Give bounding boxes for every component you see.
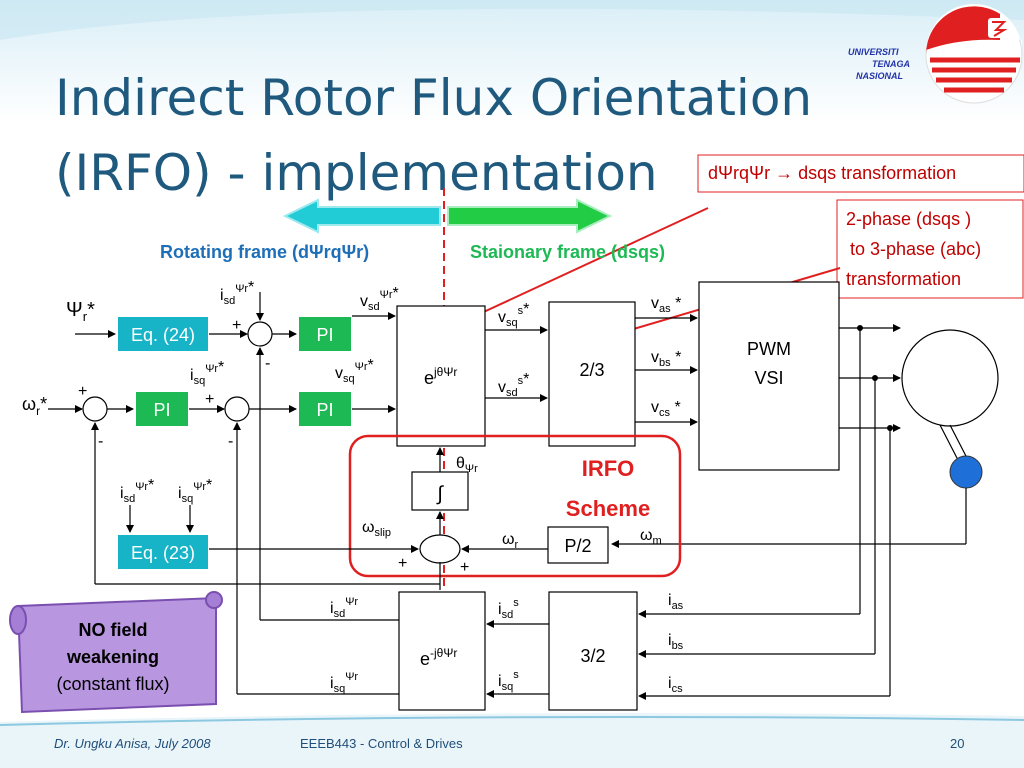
isq-s-label: isqs bbox=[498, 669, 519, 693]
ics-label: ics bbox=[668, 675, 683, 695]
vsd-ref-label: vsdΨr* bbox=[360, 285, 399, 313]
svg-text:+: + bbox=[232, 317, 241, 334]
logo-text-1: UNIVERSITI bbox=[848, 47, 899, 57]
two-three-block bbox=[548, 301, 636, 447]
logo-text-3: NASIONAL bbox=[856, 71, 903, 81]
eq24-label: Eq. (24) bbox=[131, 325, 195, 345]
eq23-isd-input-label: isdΨr* bbox=[120, 477, 154, 505]
note-line2: weakening bbox=[66, 647, 160, 667]
note-line1: NO field bbox=[78, 620, 148, 640]
svg-text:+: + bbox=[460, 559, 469, 576]
three-two-label: 3/2 bbox=[580, 646, 605, 666]
eq23-label: Eq. (23) bbox=[131, 543, 195, 563]
isd-s-label: isds bbox=[498, 597, 519, 621]
inverse-rotation-block bbox=[398, 591, 486, 711]
isq-ref-label: isqΨr* bbox=[190, 359, 224, 387]
omega-slip-label: ωslip bbox=[362, 519, 391, 539]
svg-text:-: - bbox=[98, 433, 103, 450]
three-two-block bbox=[548, 591, 638, 711]
callout-transform1: dΨrqΨr → dsqs transformation bbox=[708, 163, 956, 183]
rotating-frame-arrow bbox=[282, 198, 441, 234]
pwm-vsi-block bbox=[698, 281, 840, 471]
pole-pair-label: P/2 bbox=[564, 536, 591, 556]
sum-junction-isd bbox=[247, 321, 273, 347]
svg-text:+: + bbox=[398, 555, 407, 572]
callout-transform2-line3: transformation bbox=[846, 269, 961, 289]
vsq-ref-label: vsqΨr* bbox=[335, 357, 374, 385]
vbs-ref-label: vbs * bbox=[651, 349, 681, 369]
note-text: NO field weakening (constant flux) bbox=[24, 617, 202, 698]
pi-label-torque: PI bbox=[316, 400, 333, 420]
callout-transform2-line1: 2-phase (dsqs ) bbox=[846, 209, 971, 229]
footer-course: EEEB443 - Control & Drives bbox=[300, 736, 463, 751]
slide-title-line2: (IRFO) - implementation bbox=[55, 144, 658, 202]
omega-r-label: ωr bbox=[502, 531, 519, 551]
isd-feedback-label: isdΨr bbox=[330, 596, 358, 620]
uniten-logo: UNIVERSITI TENAGA NASIONAL bbox=[848, 4, 1023, 104]
stationary-frame-arrow bbox=[447, 198, 613, 234]
pi-label-flux: PI bbox=[316, 325, 333, 345]
eq23-isq-input-label: isqΨr* bbox=[178, 477, 212, 505]
vas-ref-label: vas * bbox=[651, 295, 681, 315]
note-line3: (constant flux) bbox=[56, 674, 170, 694]
svg-text:-: - bbox=[228, 433, 233, 450]
eq23-block bbox=[116, 533, 210, 571]
callout-transform1-box bbox=[697, 154, 1024, 193]
induction-motor bbox=[901, 329, 999, 427]
speed-encoder bbox=[949, 455, 983, 489]
sum-junction-speed bbox=[82, 396, 108, 422]
vcs-ref-label: vcs * bbox=[651, 399, 681, 419]
svg-text:+: + bbox=[205, 391, 214, 408]
ibs-label: ibs bbox=[668, 632, 684, 652]
integrator-label: ∫ bbox=[436, 483, 444, 505]
isd-ref-label: isdΨr* bbox=[220, 279, 254, 307]
pi-block-torque bbox=[297, 390, 353, 428]
callout-transform2-line2: to 3-phase (abc) bbox=[850, 239, 981, 259]
two-three-label: 2/3 bbox=[579, 360, 604, 380]
pwm-label: PWM bbox=[747, 339, 791, 359]
pi-block-speed bbox=[134, 390, 190, 428]
eq24-block bbox=[116, 315, 210, 353]
stationary-frame-label: Staionary frame (dsqs) bbox=[470, 242, 665, 262]
psi-r-ref-label: Ψr* bbox=[66, 299, 95, 324]
pi-label-speed: PI bbox=[153, 400, 170, 420]
callout-arrow-1 bbox=[460, 207, 709, 324]
integrator-block bbox=[411, 471, 469, 511]
pole-pair-block bbox=[547, 526, 609, 564]
vsi-label: VSI bbox=[754, 368, 783, 388]
scheme-label: Scheme bbox=[566, 496, 650, 521]
sum-junction-slip bbox=[419, 534, 461, 564]
ias-label: ias bbox=[668, 592, 684, 612]
sum-junction-isq bbox=[224, 396, 250, 422]
slide-title-line1: Indirect Rotor Flux Orientation bbox=[55, 69, 813, 127]
irfo-scheme-outline bbox=[348, 434, 682, 578]
rotation-block bbox=[396, 305, 486, 447]
vsd-s-ref-label: vsds* bbox=[498, 371, 529, 399]
omega-r-ref-label: ωr* bbox=[22, 394, 47, 418]
svg-text:-: - bbox=[265, 355, 270, 372]
callout-transform2-box bbox=[836, 199, 1024, 299]
irfo-label: IRFO bbox=[582, 456, 635, 481]
logo-text-2: TENAGA bbox=[872, 59, 910, 69]
footer-page-number: 20 bbox=[950, 736, 965, 751]
svg-text:+: + bbox=[78, 383, 87, 400]
isq-feedback-label: isqΨr bbox=[330, 671, 358, 695]
note-scroll bbox=[9, 591, 223, 714]
vsq-s-ref-label: vsqs* bbox=[498, 301, 529, 329]
rotating-frame-label: Rotating frame (dΨrqΨr) bbox=[160, 242, 369, 262]
footer-author: Dr. Ungku Anisa, July 2008 bbox=[54, 736, 211, 751]
pi-block-flux bbox=[297, 315, 353, 353]
